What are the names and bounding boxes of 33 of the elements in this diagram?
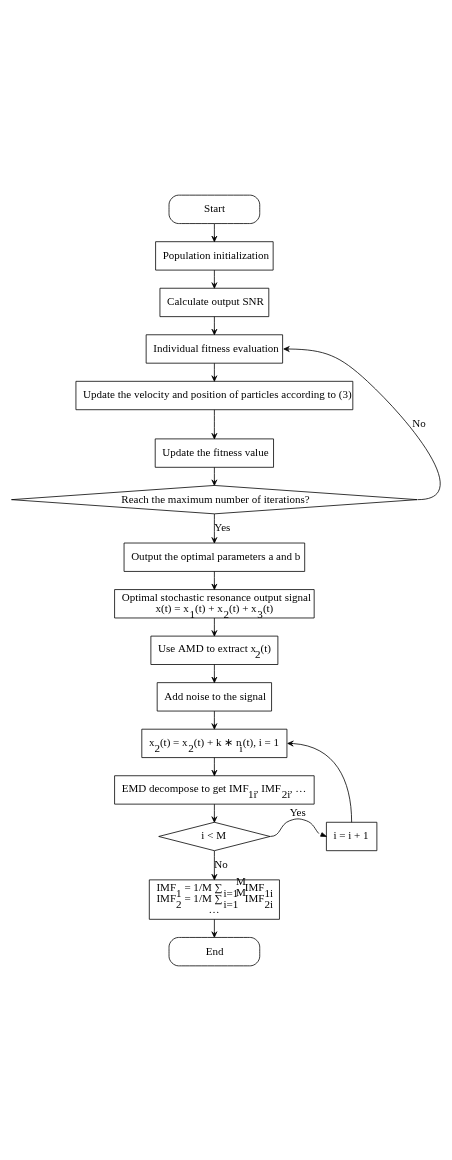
- arrow: [287, 740, 353, 823]
- node-box: Update the velocity and position of particles according to (3): [75, 380, 354, 410]
- node-diamond: i < M: [158, 821, 271, 851]
- node-box: Calculate output SNR: [159, 287, 270, 317]
- node-box: Start: [168, 194, 261, 224]
- arrow: [211, 756, 218, 776]
- edge-label: No: [214, 857, 228, 870]
- node-box: Add noise to the signal: [156, 681, 272, 711]
- node-box: End: [168, 936, 261, 966]
- arrow: [211, 617, 218, 636]
- node-box: i = i + 1: [326, 821, 378, 851]
- arrow: [211, 710, 218, 729]
- arrow: [211, 362, 218, 382]
- node-diamond: Reach the maximum number of iterations?: [11, 484, 418, 514]
- node-box: Output the optimal parameters a and b: [123, 542, 306, 572]
- arrow: [211, 803, 218, 823]
- arrow: [211, 466, 218, 486]
- arrow: [211, 315, 218, 335]
- arrow: [211, 850, 218, 880]
- node-box: Update the fitness value: [154, 438, 274, 468]
- arrow: [211, 570, 218, 590]
- arrow: [211, 663, 218, 683]
- arrow: [269, 818, 327, 837]
- arrow: [283, 345, 441, 500]
- arrow: [211, 222, 218, 242]
- node-box: Population initialization: [155, 240, 274, 270]
- arrow: [211, 269, 218, 289]
- arrow: [211, 918, 218, 938]
- edge-label: No: [412, 416, 426, 429]
- arrow: [211, 408, 218, 439]
- edge-label: Yes: [289, 805, 306, 818]
- arrow: [211, 513, 218, 543]
- node-box: Individual fitness evaluation: [145, 333, 283, 364]
